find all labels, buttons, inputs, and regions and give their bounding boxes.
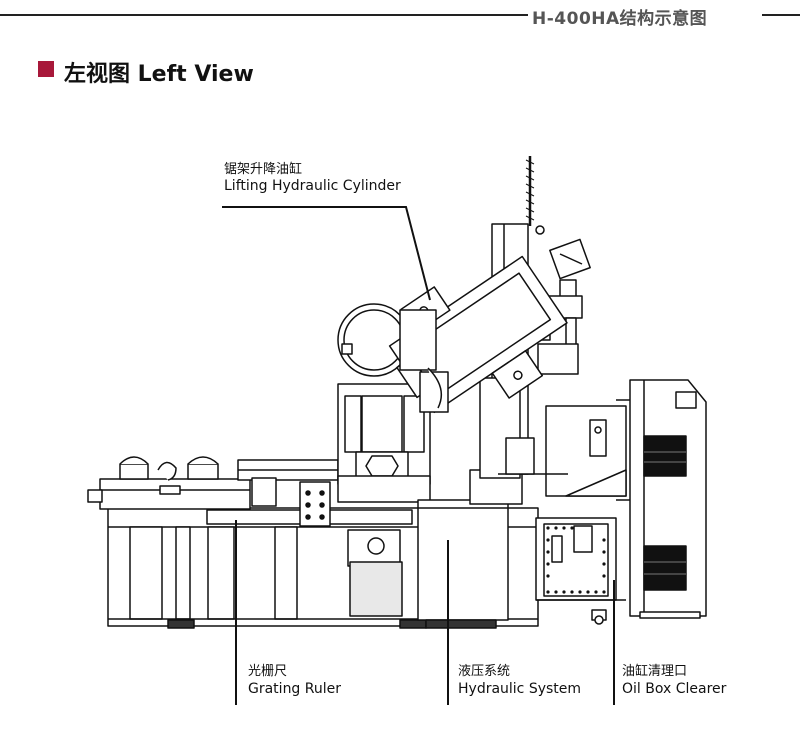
electrical-cabinet [616, 379, 707, 619]
section-marker [38, 61, 54, 77]
saw-motor [337, 303, 411, 377]
callout-leader-lifting-cylinder [222, 206, 431, 301]
grating-ruler [206, 481, 413, 527]
gearbox [399, 309, 449, 413]
header-rule-left [0, 14, 528, 16]
oil-box [535, 517, 626, 625]
section-title: 左视图 Left View [64, 62, 254, 87]
callout-oil-box-en: Oil Box Clearer [622, 681, 727, 697]
callout-lifting-cylinder-en: Lifting Hydraulic Cylinder [224, 178, 401, 194]
bracket [498, 405, 627, 497]
header-rule-right [762, 14, 800, 16]
callout-hydraulic-system-en: Hydraulic System [458, 681, 582, 697]
feed-conveyor [87, 456, 339, 510]
header-model-label: H-400HA结构示意图 [532, 9, 708, 29]
callout-oil-box-zh: 油缸清理口 [622, 664, 688, 679]
callout-grating-ruler-zh: 光栅尺 [248, 664, 288, 679]
hydraulic-unit [417, 469, 523, 629]
vise-block [337, 383, 431, 617]
callout-hydraulic-system-zh: 液压系统 [458, 664, 511, 679]
callout-grating-ruler-en: Grating Ruler [248, 681, 342, 697]
callout-lifting-cylinder-zh: 锯架升降油缸 [224, 162, 303, 177]
